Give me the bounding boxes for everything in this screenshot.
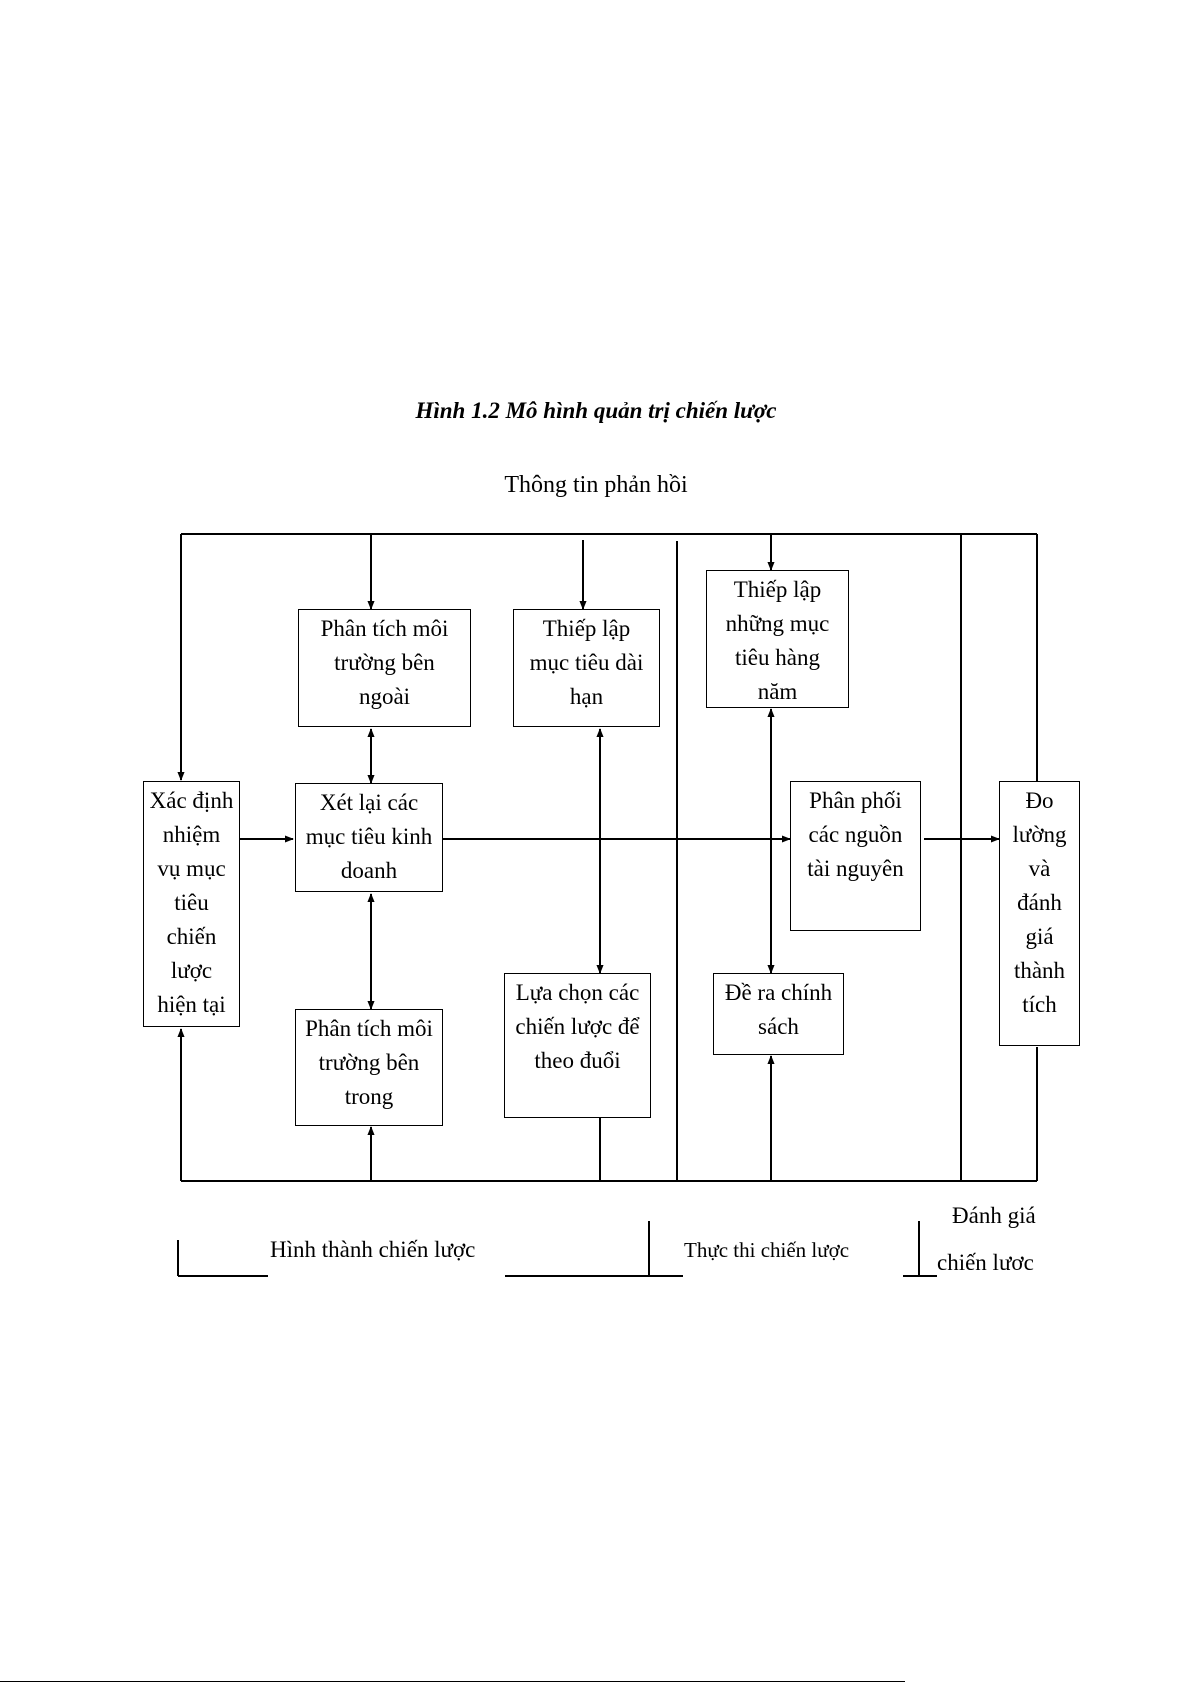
stage-implementation: Thực thi chiến lược bbox=[684, 1238, 850, 1262]
box-choose-strategies-label: Lựa chọn các chiến lược để theo đuổi bbox=[515, 980, 640, 1073]
figure-caption: Hình 1.2 Mô hình quản trị chiến lược bbox=[415, 398, 777, 423]
box-internal-analysis-label: Phân tích môi trường bên trong bbox=[305, 1016, 433, 1109]
box-external-analysis: Phân tích môi trường bên ngoài bbox=[298, 609, 471, 727]
box-longterm-objectives: Thiếp lập mục tiêu dài hạn bbox=[513, 609, 660, 727]
box-choose-strategies: Lựa chọn các chiến lược để theo đuổi bbox=[504, 973, 651, 1118]
page-bottom-rule bbox=[0, 1681, 905, 1682]
box-review-objectives: Xét lại các mục tiêu kinh doanh bbox=[295, 783, 443, 892]
box-annual-objectives: Thiếp lập những mục tiêu hàng năm bbox=[706, 570, 849, 708]
box-annual-objectives-label: Thiếp lập những mục tiêu hàng năm bbox=[725, 577, 830, 704]
box-internal-analysis: Phân tích môi trường bên trong bbox=[295, 1009, 443, 1126]
stage-evaluation-line1: Đánh giá bbox=[952, 1203, 1036, 1228]
box-set-policies-label: Đề ra chính sách bbox=[724, 980, 833, 1039]
box-define-mission-label: Xác định nhiệm vụ mục tiêu chiến lược hi… bbox=[149, 788, 234, 1017]
box-review-objectives-label: Xét lại các mục tiêu kinh doanh bbox=[305, 790, 433, 883]
stage-formulation: Hình thành chiến lược bbox=[270, 1237, 476, 1262]
box-external-analysis-label: Phân tích môi trường bên ngoài bbox=[320, 616, 449, 709]
stage-evaluation-line2: chiến lươc bbox=[937, 1250, 1034, 1275]
box-set-policies: Đề ra chính sách bbox=[713, 973, 844, 1055]
box-allocate-resources: Phân phối các nguồn tài nguyên bbox=[790, 781, 921, 931]
feedback-label: Thông tin phản hồi bbox=[504, 472, 688, 498]
box-allocate-resources-label: Phân phối các nguồn tài nguyên bbox=[807, 788, 904, 881]
box-define-mission: Xác định nhiệm vụ mục tiêu chiến lược hi… bbox=[143, 781, 240, 1027]
box-longterm-objectives-label: Thiếp lập mục tiêu dài hạn bbox=[529, 616, 644, 709]
box-measure-evaluate: Đo lường và đánh giá thành tích bbox=[999, 781, 1080, 1046]
box-measure-evaluate-label: Đo lường và đánh giá thành tích bbox=[1012, 788, 1067, 1017]
